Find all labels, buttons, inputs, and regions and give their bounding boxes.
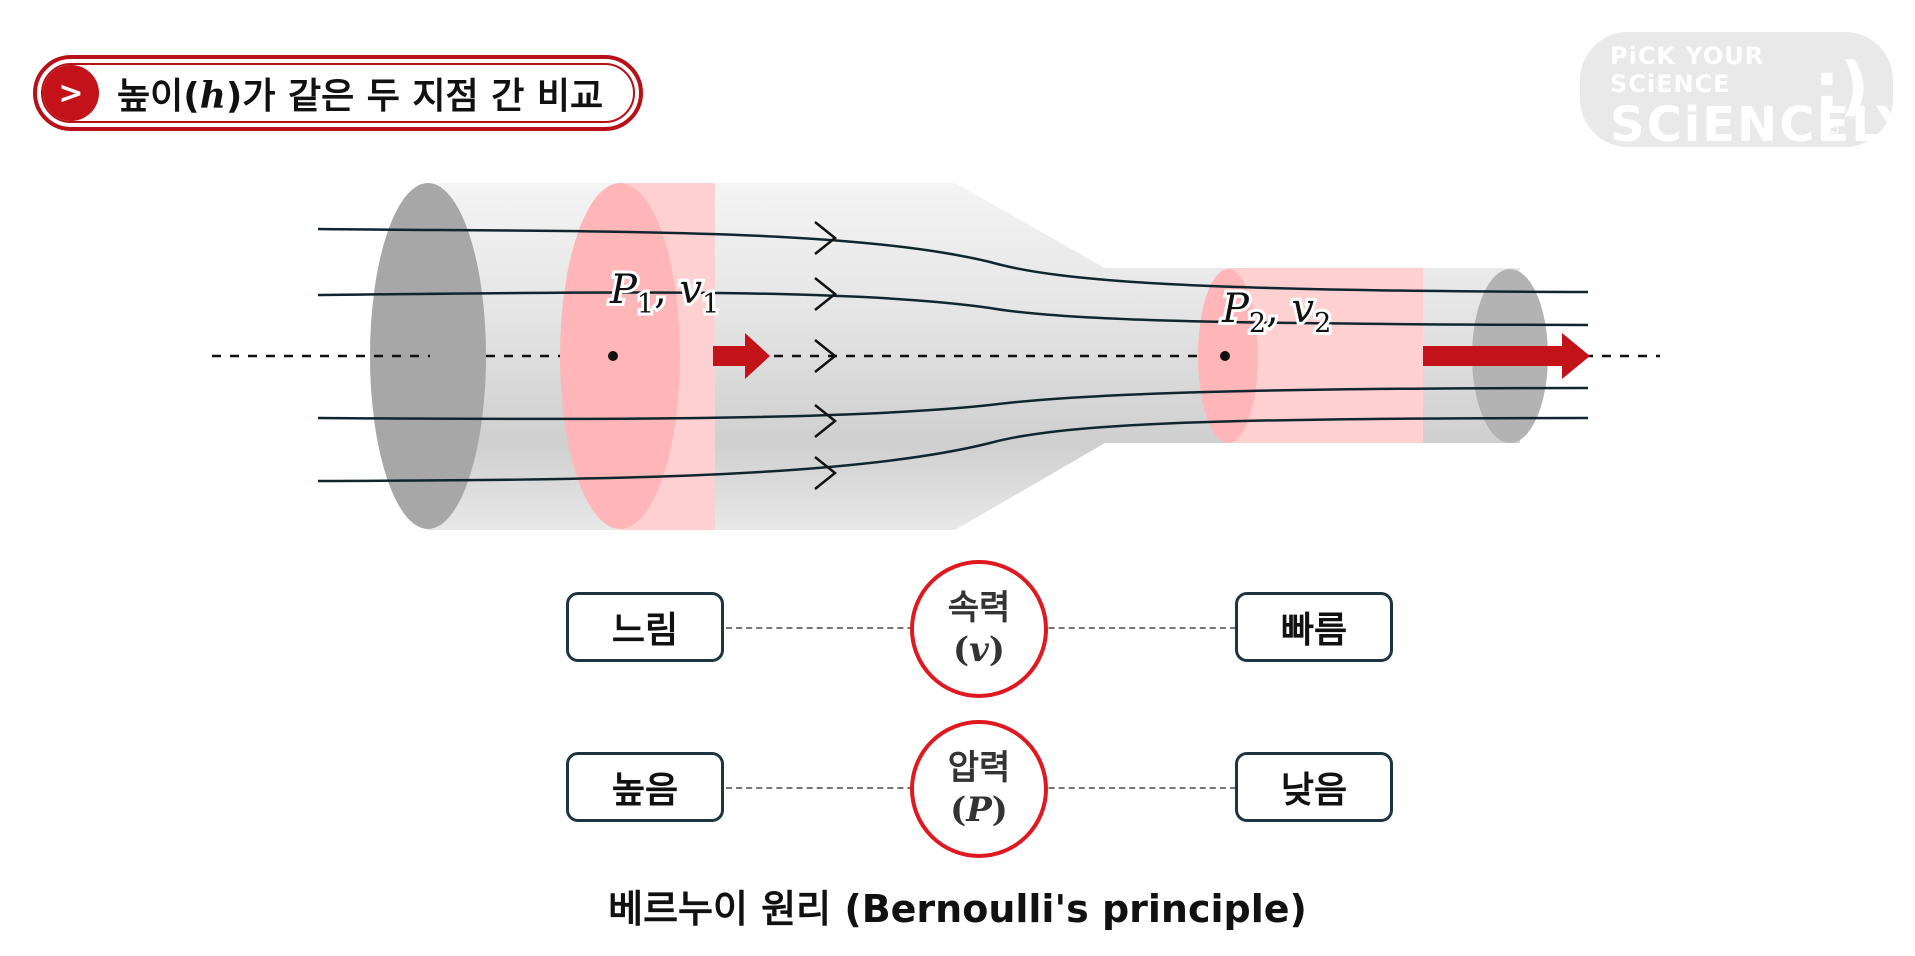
chevron-right-icon: > bbox=[43, 65, 99, 121]
streamlines bbox=[317, 227, 1589, 483]
chevron-right-icon bbox=[814, 339, 838, 373]
diagram-caption: 베르누이 원리 (Bernoulli's principle) bbox=[608, 887, 1307, 931]
streamline-4 bbox=[317, 416, 1589, 483]
point-1-label: P1, v1 bbox=[609, 267, 719, 320]
cross-section-1 bbox=[560, 183, 715, 530]
point-2-label: P2, v2 bbox=[1221, 286, 1331, 339]
speed-slow-box: 느림 bbox=[566, 592, 724, 662]
pressure-low-box: 낮음 bbox=[1235, 752, 1393, 822]
pressure-circle: 압력 (P) bbox=[910, 720, 1048, 858]
point-2-dot bbox=[1220, 351, 1230, 361]
sciencely-logo: PiCK YOUR SCiENCE SCiENCELY :) © bbox=[1580, 32, 1911, 152]
chevron-right-icon bbox=[814, 221, 838, 255]
point-1-dot bbox=[608, 351, 618, 361]
streamline-1 bbox=[317, 227, 1589, 294]
streamline-2 bbox=[317, 291, 1589, 327]
chevron-right-icon bbox=[814, 456, 838, 490]
speed-fast-box: 빠름 bbox=[1235, 592, 1393, 662]
cross-section-2 bbox=[1198, 268, 1423, 443]
title-pill: > 높이(h)가 같은 두 지점 간 비교 bbox=[33, 55, 643, 131]
page-title: 높이(h)가 같은 두 지점 간 비교 bbox=[117, 75, 604, 117]
velocity-arrow-1 bbox=[713, 333, 770, 379]
flow-direction-chevrons bbox=[814, 221, 838, 490]
chevron-right-icon bbox=[814, 404, 838, 438]
velocity-arrow-2 bbox=[1423, 333, 1590, 379]
pressure-high-box: 높음 bbox=[566, 752, 724, 822]
chevron-right-icon bbox=[814, 277, 838, 311]
speed-circle: 속력 (v) bbox=[910, 560, 1048, 698]
streamline-3 bbox=[317, 386, 1589, 421]
